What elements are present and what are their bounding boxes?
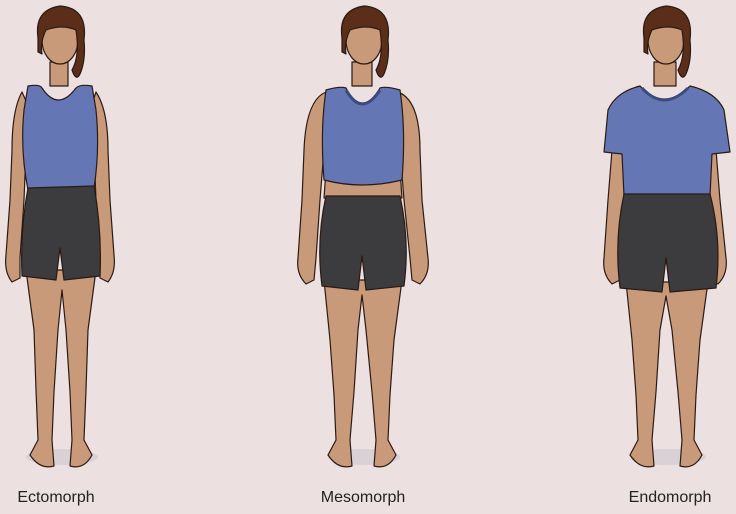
shorts xyxy=(618,194,718,292)
endomorph-label: Endomorph xyxy=(629,489,712,507)
mesomorph-label: Mesomorph xyxy=(321,489,405,507)
neck xyxy=(50,62,68,86)
ectomorph-label: Ectomorph xyxy=(17,489,94,507)
t-shirt xyxy=(604,86,730,201)
neck xyxy=(352,62,372,86)
neck xyxy=(654,62,676,86)
tank-top xyxy=(23,85,98,190)
